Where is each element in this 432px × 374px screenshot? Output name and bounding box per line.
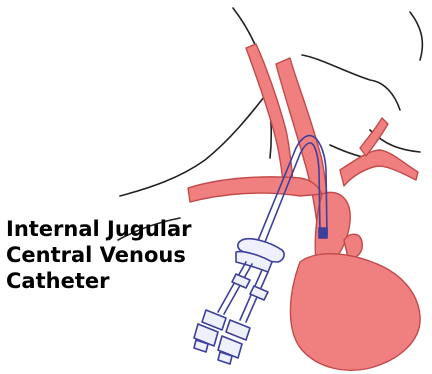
caption-line-2: Central Venous — [6, 242, 192, 268]
clamp-2 — [250, 286, 268, 300]
extension-line-1b — [224, 264, 252, 314]
subclavian-vessel-left — [188, 177, 322, 202]
diagram-caption: Internal Jugular Central Venous Catheter — [6, 216, 192, 294]
luer-connector-2 — [226, 320, 250, 340]
heart — [290, 254, 420, 371]
caption-line-3: Catheter — [6, 268, 192, 294]
neck-right-outline — [410, 12, 422, 60]
caption-line-1: Internal Jugular — [6, 216, 192, 242]
body-outline — [118, 8, 422, 240]
chin-outline — [302, 55, 400, 110]
clamp-1 — [232, 274, 250, 288]
catheter-tip — [319, 228, 327, 238]
subclavian-vessel-right — [340, 150, 418, 186]
